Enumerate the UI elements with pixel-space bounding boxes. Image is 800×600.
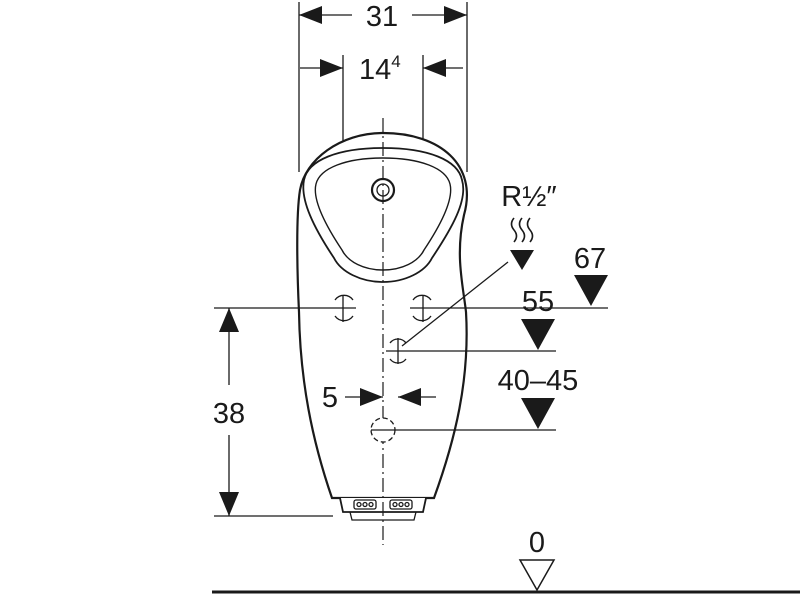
fixing-height-dimension <box>219 308 239 516</box>
floor-level-label: 0 <box>529 527 545 559</box>
drain-offset-dimension <box>345 388 436 406</box>
level-67-marker-icon <box>574 275 608 306</box>
right-fixing-point-icon <box>410 294 433 322</box>
drain-outlet-icon <box>370 417 396 443</box>
water-supply-icon <box>510 217 534 270</box>
fixing-spacing-base: 14 <box>359 54 391 86</box>
thread-leader-line <box>401 261 509 347</box>
pipe-thread-label: R½″ <box>501 181 556 213</box>
fixing-spacing-superscript: 4 <box>391 52 400 71</box>
fixing-height-label: 38 <box>213 398 245 430</box>
level-67-label: 67 <box>574 243 606 275</box>
fixing-spacing-label: 144 <box>359 52 401 86</box>
drain-offset-label: 5 <box>322 382 338 414</box>
overall-width-label: 31 <box>366 1 398 33</box>
water-inlet-point-icon <box>386 338 410 364</box>
level-40-45-marker-icon <box>521 398 555 429</box>
left-fixing-point-icon <box>333 294 356 322</box>
floor-level-marker-icon <box>518 559 556 592</box>
level-55-marker-icon <box>521 319 555 350</box>
fixing-spacing-dimension <box>300 59 463 77</box>
overall-width-dimension <box>299 6 467 24</box>
level-55-label: 55 <box>522 286 554 318</box>
level-40-45-label: 40–45 <box>498 365 579 397</box>
